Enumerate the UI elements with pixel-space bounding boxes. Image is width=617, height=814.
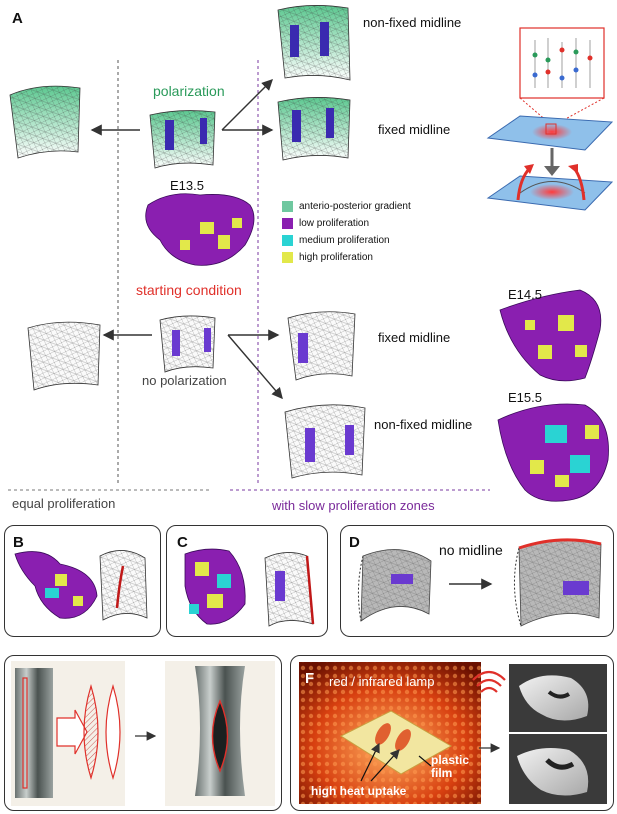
panel-b-letter: B <box>13 534 24 551</box>
panel-b: B <box>4 525 161 637</box>
panel-f: F red / infrared lamp high heat uptake p… <box>290 655 614 811</box>
panel-c-graphics <box>184 548 315 627</box>
label-e135: E13.5 <box>170 178 204 193</box>
legend-swatch <box>282 235 293 246</box>
label-nonfixed-bottom: non-fixed midline <box>374 417 473 432</box>
plate-diagram <box>486 27 614 211</box>
legend-swatch <box>282 252 293 263</box>
label-no-midline: no midline <box>439 542 503 558</box>
green-sheet-nonfixed <box>277 5 351 81</box>
panel-f-graphics <box>299 662 607 804</box>
organ-e145 <box>499 289 602 382</box>
panel-f-letter: F <box>305 670 315 687</box>
label-fixed-bottom: fixed midline <box>378 330 451 345</box>
legend-item: medium proliferation <box>282 232 411 249</box>
panel-d-letter: D <box>349 534 360 551</box>
grey-sheet-left <box>27 321 101 391</box>
legend-swatch <box>282 218 293 229</box>
label-polarization: polarization <box>153 83 225 99</box>
label-plastic-film: plastic film <box>431 753 470 780</box>
label-no-polarization: no polarization <box>142 373 227 388</box>
label-starting-condition: starting condition <box>136 282 242 298</box>
grey-sheet-center <box>159 315 216 373</box>
label-e155: E15.5 <box>508 390 542 405</box>
label-e145: E14.5 <box>508 287 542 302</box>
legend-item: high proliferation <box>282 249 411 266</box>
legend-label: medium proliferation <box>299 235 390 246</box>
legend-swatch <box>282 201 293 212</box>
panel-a-letter: A <box>12 10 23 27</box>
label-lamp: red / infrared lamp <box>329 674 435 689</box>
legend-label: anterio-posterior gradient <box>299 201 411 212</box>
panel-e: E <box>4 655 282 811</box>
legend-label: low proliferation <box>299 218 370 229</box>
panel-d: D no midline <box>340 525 614 637</box>
panel-c-letter: C <box>177 534 188 551</box>
panel-d-graphics <box>357 538 602 627</box>
label-heat-uptake: high heat uptake <box>311 784 407 798</box>
green-sheet-fixed <box>277 97 351 161</box>
green-sheet-center <box>149 110 216 169</box>
legend: anterio-posterior gradient low prolifera… <box>282 198 411 266</box>
grey-sheet-fixed <box>287 311 356 381</box>
grey-sheet-nonfixed <box>284 404 366 479</box>
label-fixed-top: fixed midline <box>378 122 451 137</box>
label-nonfixed-top: non-fixed midline <box>363 15 462 30</box>
green-sheet-left <box>9 85 81 159</box>
legend-item: anterio-posterior gradient <box>282 198 411 215</box>
label-slow-zones: with slow proliferation zones <box>272 498 435 513</box>
legend-label: high proliferation <box>299 252 373 263</box>
organ-e155 <box>497 403 609 502</box>
legend-item: low proliferation <box>282 215 411 232</box>
label-equal-proliferation: equal proliferation <box>12 496 116 511</box>
panel-c: C <box>166 525 328 637</box>
organ-e135 <box>145 193 255 266</box>
panel-b-graphics <box>14 550 148 621</box>
panel-e-graphics <box>11 661 275 806</box>
